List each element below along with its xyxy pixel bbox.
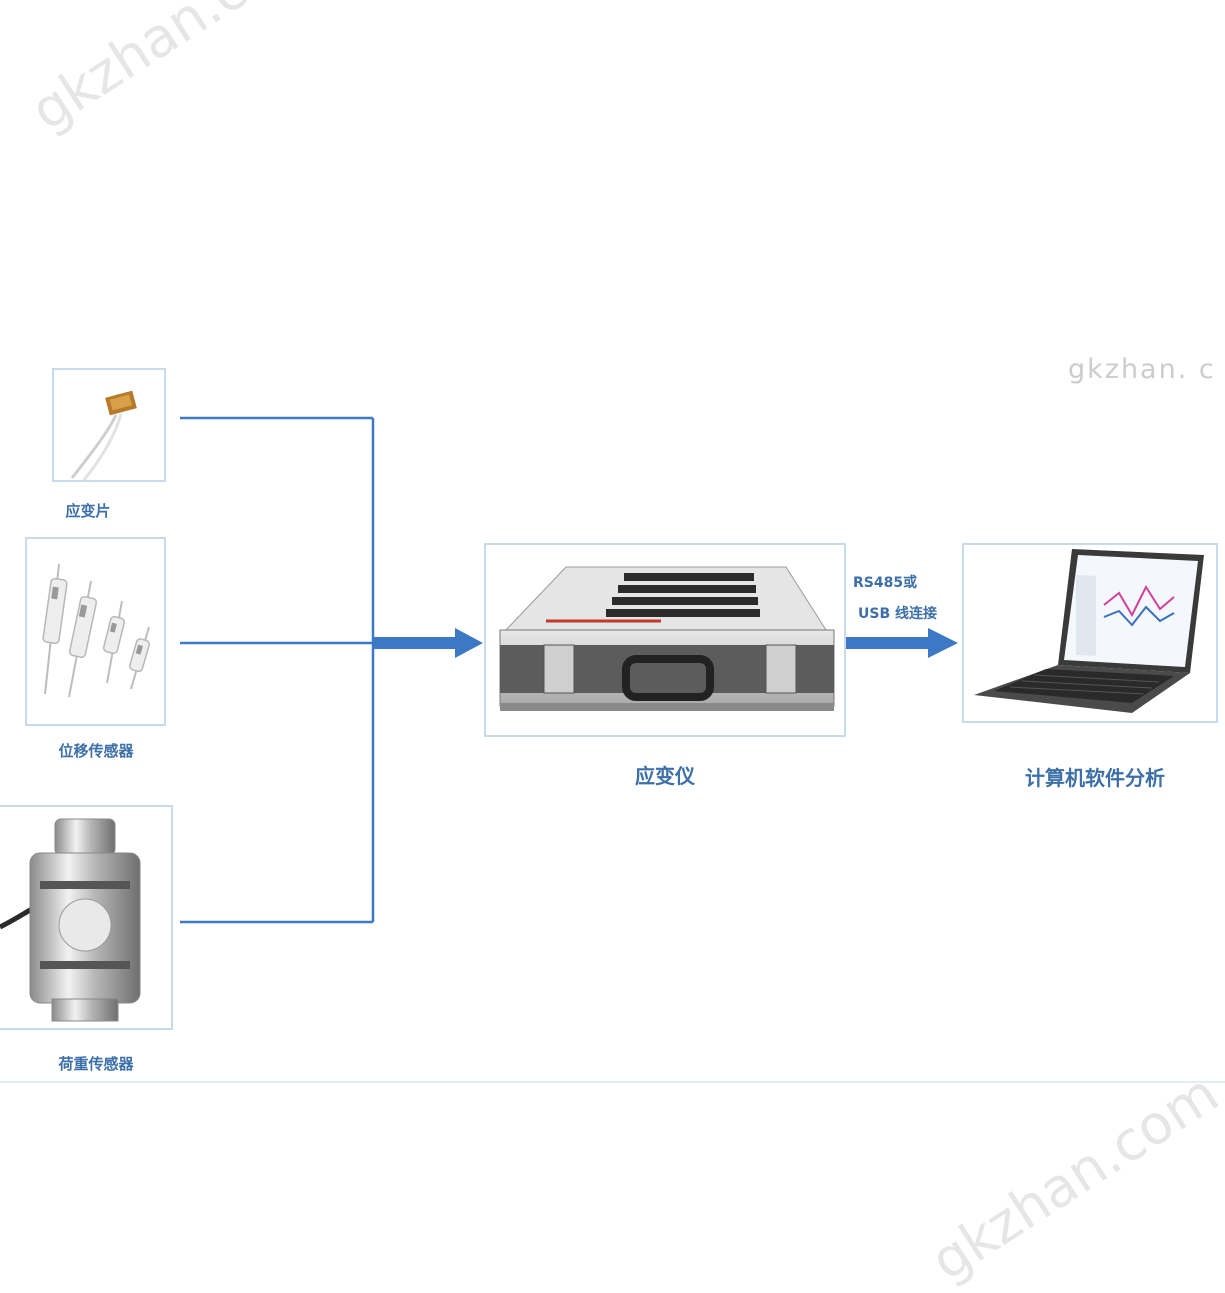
strain-gauge-image: [70, 390, 137, 481]
watermark-right: gkzhan. c: [1068, 354, 1216, 385]
connection-label-line1: RS485或: [853, 575, 918, 591]
connector-lines: [0, 416, 1225, 1083]
arrow-to-meter: [373, 628, 483, 658]
computer-frame: [962, 543, 1218, 723]
strain-meter-frame: [484, 543, 846, 737]
connection-label-line2: USB 线连接: [858, 606, 937, 622]
computer-label: 计算机软件分析: [1025, 766, 1165, 790]
displacement-sensor-frame: [25, 537, 166, 726]
strain-meter-label: 应变仪: [635, 764, 695, 788]
load-cell-frame: [0, 805, 173, 1030]
displacement-sensor-label: 位移传感器: [58, 742, 134, 760]
strain-meter-image: [499, 566, 835, 711]
strain-gauge-frame: [52, 368, 166, 482]
strain-gauge-label: 应变片: [65, 502, 111, 520]
arrow-to-computer: [846, 628, 958, 658]
laptop-image: [974, 549, 1204, 713]
load-cell-image: [0, 818, 141, 1022]
displacement-sensor-image: [42, 563, 150, 698]
load-cell-label: 荷重传感器: [58, 1055, 134, 1073]
